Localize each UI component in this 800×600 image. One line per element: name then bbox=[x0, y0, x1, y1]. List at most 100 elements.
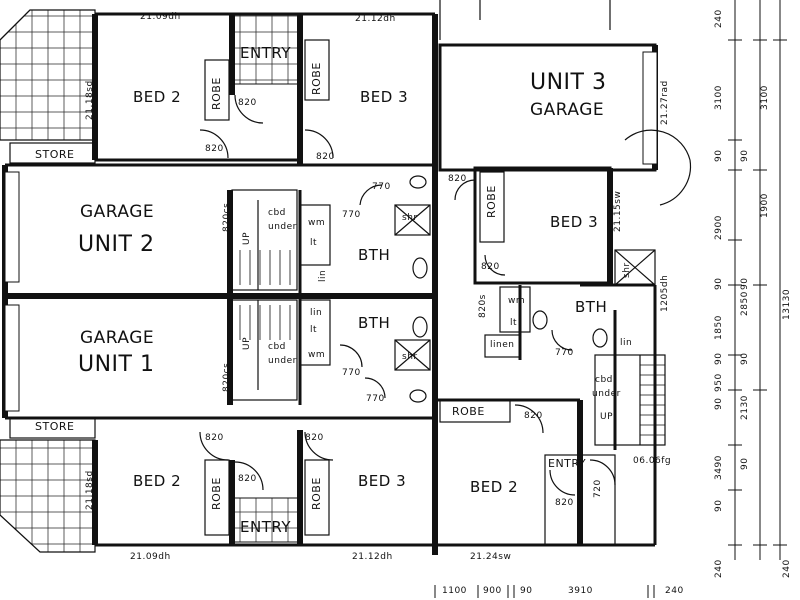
garage-doors bbox=[4, 51, 658, 412]
bdim-3910: 3910 bbox=[568, 586, 593, 596]
robe-label-c: ROBE bbox=[210, 477, 223, 510]
dim-1205dh: 1205dh bbox=[660, 274, 670, 312]
dim-820-g: 820 bbox=[448, 174, 467, 184]
dim-770-d: 770 bbox=[366, 394, 385, 404]
right-dimension-lines bbox=[728, 0, 787, 560]
dim-820-b: 820 bbox=[238, 98, 257, 108]
bth-label-top: BTH bbox=[358, 246, 391, 264]
bth-label-mid: BTH bbox=[358, 314, 391, 332]
store-label-top: STORE bbox=[35, 148, 75, 161]
rdim-2850: 2850 bbox=[740, 291, 750, 316]
rdim-90-a: 90 bbox=[714, 149, 724, 162]
tiled-courtyard-top-left bbox=[0, 9, 96, 141]
dim-2109dh-top: 21.09dh bbox=[140, 12, 181, 22]
lin-label-3: lin bbox=[620, 338, 633, 348]
rdim-90-g: 90 bbox=[714, 397, 724, 410]
rdim-90-b: 90 bbox=[740, 149, 750, 162]
up-label-2: UP bbox=[242, 336, 252, 350]
wm-label-3: wm bbox=[508, 296, 526, 306]
dim-820cs-b: 820cs bbox=[222, 362, 232, 392]
dim-820cs-a: 820cs bbox=[222, 202, 232, 232]
dim-2118sd-bottom: 21.18sd bbox=[85, 470, 95, 510]
rdim-240-b: 240 bbox=[714, 559, 724, 578]
dim-2115sw: 21.15sw bbox=[613, 190, 623, 232]
dim-820-e: 820 bbox=[305, 433, 324, 443]
dim-770-b: 770 bbox=[342, 210, 361, 220]
stairs-unit-1 bbox=[231, 299, 298, 401]
bottom-dimension-ticks bbox=[434, 585, 655, 598]
garage-label-unit2: GARAGE bbox=[80, 202, 155, 222]
under-label-u2: under bbox=[268, 222, 297, 232]
lt-label-1: lt bbox=[310, 238, 318, 248]
up-label-1: UP bbox=[242, 231, 252, 245]
cbd-label-u2: cbd bbox=[268, 208, 286, 218]
room-entry-unit3: ENTRY bbox=[548, 457, 587, 470]
rdim-90-e: 90 bbox=[714, 352, 724, 365]
dim-770-e: 770 bbox=[555, 348, 574, 358]
cbd-label-u1: cbd bbox=[268, 342, 286, 352]
stores bbox=[9, 142, 96, 439]
rdim-3100-a: 3100 bbox=[714, 85, 724, 110]
linen-label: linen bbox=[490, 340, 515, 350]
room-bed3-bottom: BED 3 bbox=[358, 472, 407, 490]
dim-820s: 820s bbox=[478, 294, 488, 318]
dim-2109dh-bottom: 21.09dh bbox=[130, 552, 171, 562]
under-label-u1: under bbox=[268, 356, 297, 366]
robes bbox=[204, 39, 511, 536]
lt-label-2: lt bbox=[310, 325, 318, 335]
dim-820-j: 820 bbox=[555, 498, 574, 508]
rdim-90-c: 90 bbox=[740, 277, 750, 290]
dim-770-c: 770 bbox=[342, 368, 361, 378]
unit3-label: UNIT 3 bbox=[530, 70, 607, 95]
rdim-90-i: 90 bbox=[714, 499, 724, 512]
lin-label-1: lin bbox=[310, 308, 323, 318]
tiled-entry-top bbox=[231, 13, 303, 85]
robe-label-d: ROBE bbox=[310, 477, 323, 510]
stairs-unit-3 bbox=[594, 354, 666, 446]
door-swings bbox=[199, 94, 692, 496]
tiled-courtyard-bottom-left bbox=[0, 439, 96, 553]
dim-0606fg: 06.06fg bbox=[633, 456, 672, 466]
dim-820-d: 820 bbox=[205, 433, 224, 443]
rdim-90-h: 90 bbox=[740, 457, 750, 470]
rdim-2130: 2130 bbox=[740, 395, 750, 420]
dim-770-a: 770 bbox=[372, 182, 391, 192]
rdim-3490: 3490 bbox=[714, 455, 724, 480]
room-bed3-top: BED 3 bbox=[360, 88, 409, 106]
shr-label-3: shr bbox=[622, 262, 632, 278]
dim-2112dh-top: 21.12dh bbox=[355, 14, 396, 24]
dim-2124sw: 21.24sw bbox=[470, 552, 512, 562]
shr-label-1: shr bbox=[402, 213, 418, 223]
wm-label-1: wm bbox=[308, 218, 326, 228]
bdim-900: 900 bbox=[483, 586, 502, 596]
bth-label-unit3: BTH bbox=[575, 298, 608, 316]
rdim-90-f: 90 bbox=[740, 352, 750, 365]
dim-2112dh-bottom: 21.12dh bbox=[352, 552, 393, 562]
robe-label-a: ROBE bbox=[210, 77, 223, 110]
rdim-3100-b: 3100 bbox=[760, 85, 770, 110]
room-entry-bottom: ENTRY bbox=[240, 518, 291, 536]
robe-label-b: ROBE bbox=[310, 62, 323, 95]
rdim-240-a: 240 bbox=[714, 9, 724, 28]
dim-820-a: 820 bbox=[205, 144, 224, 154]
under-label-u3: under bbox=[592, 389, 621, 399]
rdim-950: 950 bbox=[714, 373, 724, 392]
rdim-90-d: 90 bbox=[714, 277, 724, 290]
lin-label-2: lin bbox=[318, 269, 328, 282]
bathroom-fittings bbox=[299, 175, 656, 403]
lt-label-3: lt bbox=[510, 318, 518, 328]
dim-2127rad: 21.27rad bbox=[660, 80, 670, 125]
wm-label-2: wm bbox=[308, 350, 326, 360]
up-label-3: UP bbox=[600, 412, 614, 422]
robe-label-unit3b: ROBE bbox=[452, 405, 485, 418]
rdim-240-c: 240 bbox=[782, 559, 792, 578]
unit2-label: UNIT 2 bbox=[78, 232, 155, 257]
rdim-1900: 1900 bbox=[760, 193, 770, 218]
store-label-bottom: STORE bbox=[35, 420, 75, 433]
top-right-frame bbox=[439, 0, 611, 40]
garage-label-unit3: GARAGE bbox=[530, 100, 605, 120]
dim-820-f: 820 bbox=[238, 474, 257, 484]
room-bed2-bottom: BED 2 bbox=[133, 472, 182, 490]
cbd-label-u3: cbd bbox=[595, 375, 613, 385]
